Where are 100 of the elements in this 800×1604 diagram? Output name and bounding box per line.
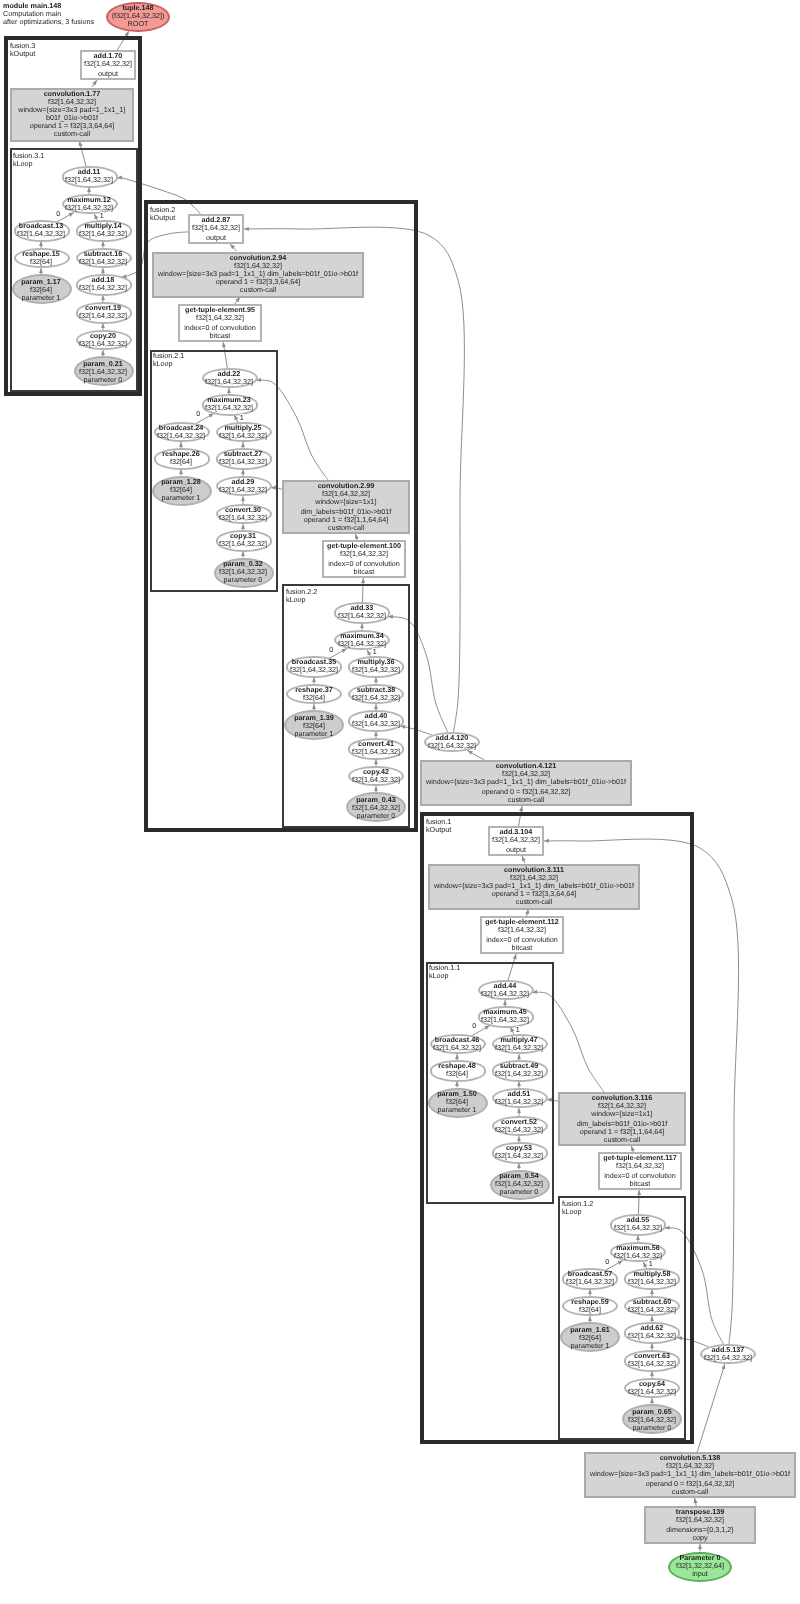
arrow [270,485,283,490]
parameter-ellipse [284,710,344,741]
instruction-ellipse [75,329,131,351]
instruction-ellipse [334,602,390,624]
arrow [366,649,372,658]
arrow [637,1189,642,1216]
fusion-cluster-frame [420,812,694,1444]
arrow [359,622,365,631]
instruction-ellipse [348,656,404,678]
instruction-ellipse [624,1377,680,1399]
instruction-ellipse [477,1006,533,1028]
arrow [693,1497,698,1507]
arrow [195,413,215,424]
arrow [221,341,228,369]
arrow [649,1370,655,1379]
instruction-ellipse [491,1060,547,1082]
instruction-ellipse [424,731,480,753]
arrow [546,1097,559,1102]
arrow [229,243,238,252]
instruction-ellipse [75,274,131,296]
instruction-ellipse [201,367,257,389]
arrow [100,322,106,331]
instruction-ellipse [491,1115,547,1137]
arrow [507,953,517,981]
instruction-ellipse [348,710,404,732]
arrow [676,1336,709,1348]
instruction-ellipse [348,683,404,705]
fusion-cluster-frame [4,36,142,396]
fusion-cluster-frame [558,1196,686,1439]
arrow [543,838,740,1345]
parameter-ellipse [622,1404,682,1435]
fused-instruction-box [282,480,410,534]
arrow [100,240,106,249]
fused-instruction-box [644,1506,756,1544]
fused-instruction-box [420,760,632,806]
arrow [521,855,526,864]
instruction-ellipse [700,1343,756,1365]
arrow [664,1225,724,1345]
arrow [471,1025,491,1036]
highlighted-ellipse [106,1,170,32]
arrow [454,1053,460,1062]
arrow [466,750,485,761]
arrow [311,703,317,711]
instruction-ellipse [201,394,257,416]
instruction-ellipse [562,1295,618,1317]
instruction-box [480,916,564,954]
instruction-ellipse [13,220,69,242]
instruction-ellipse [286,656,342,678]
arrow [502,999,508,1008]
arrow [373,676,379,685]
instruction-ellipse [624,1322,680,1344]
arrow [116,30,130,51]
fusion-cluster-frame [9,148,137,391]
arrow [454,1080,460,1088]
arrow [55,212,75,223]
arrow [233,414,239,423]
arrow [354,533,359,541]
arrow [373,703,379,712]
arrow [587,1315,593,1323]
arrow [240,495,246,505]
arrow [531,989,605,1093]
parameter-ellipse [489,1169,549,1200]
arrow [587,1288,593,1297]
arrow [240,441,246,450]
instruction-ellipse [215,421,271,443]
arrow [509,1026,515,1035]
arrow [328,648,348,659]
instruction-ellipse [215,448,271,470]
arrow [91,79,98,88]
arrow [240,550,246,558]
parameter-ellipse [11,274,71,305]
arrow [100,349,106,357]
instruction-ellipse [286,683,342,705]
arrow [226,387,232,396]
instruction-ellipse [624,1350,680,1372]
arrow [642,1261,648,1270]
instruction-ellipse [61,193,117,215]
instruction-ellipse [624,1268,680,1290]
fusion-cluster-frame [282,584,410,827]
instruction-box [598,1152,682,1190]
arrow [38,240,44,249]
instruction-box [80,50,136,80]
instruction-ellipse [75,220,131,242]
fusion-cluster-frame [144,200,418,832]
arrow [93,213,99,222]
parameter-ellipse [213,557,273,588]
parameter-ellipse [346,792,406,823]
arrow [255,377,329,481]
arrow [78,140,87,168]
instruction-ellipse [429,1033,485,1055]
instruction-ellipse [215,530,271,552]
arrow [516,1162,522,1170]
instruction-ellipse [610,1214,666,1236]
fused-instruction-box [558,1092,686,1146]
arrow [649,1315,655,1324]
arrow [178,468,184,476]
arrow [516,1080,522,1089]
instruction-ellipse [215,475,271,497]
arrow [649,1342,655,1352]
arrow [649,1397,655,1405]
